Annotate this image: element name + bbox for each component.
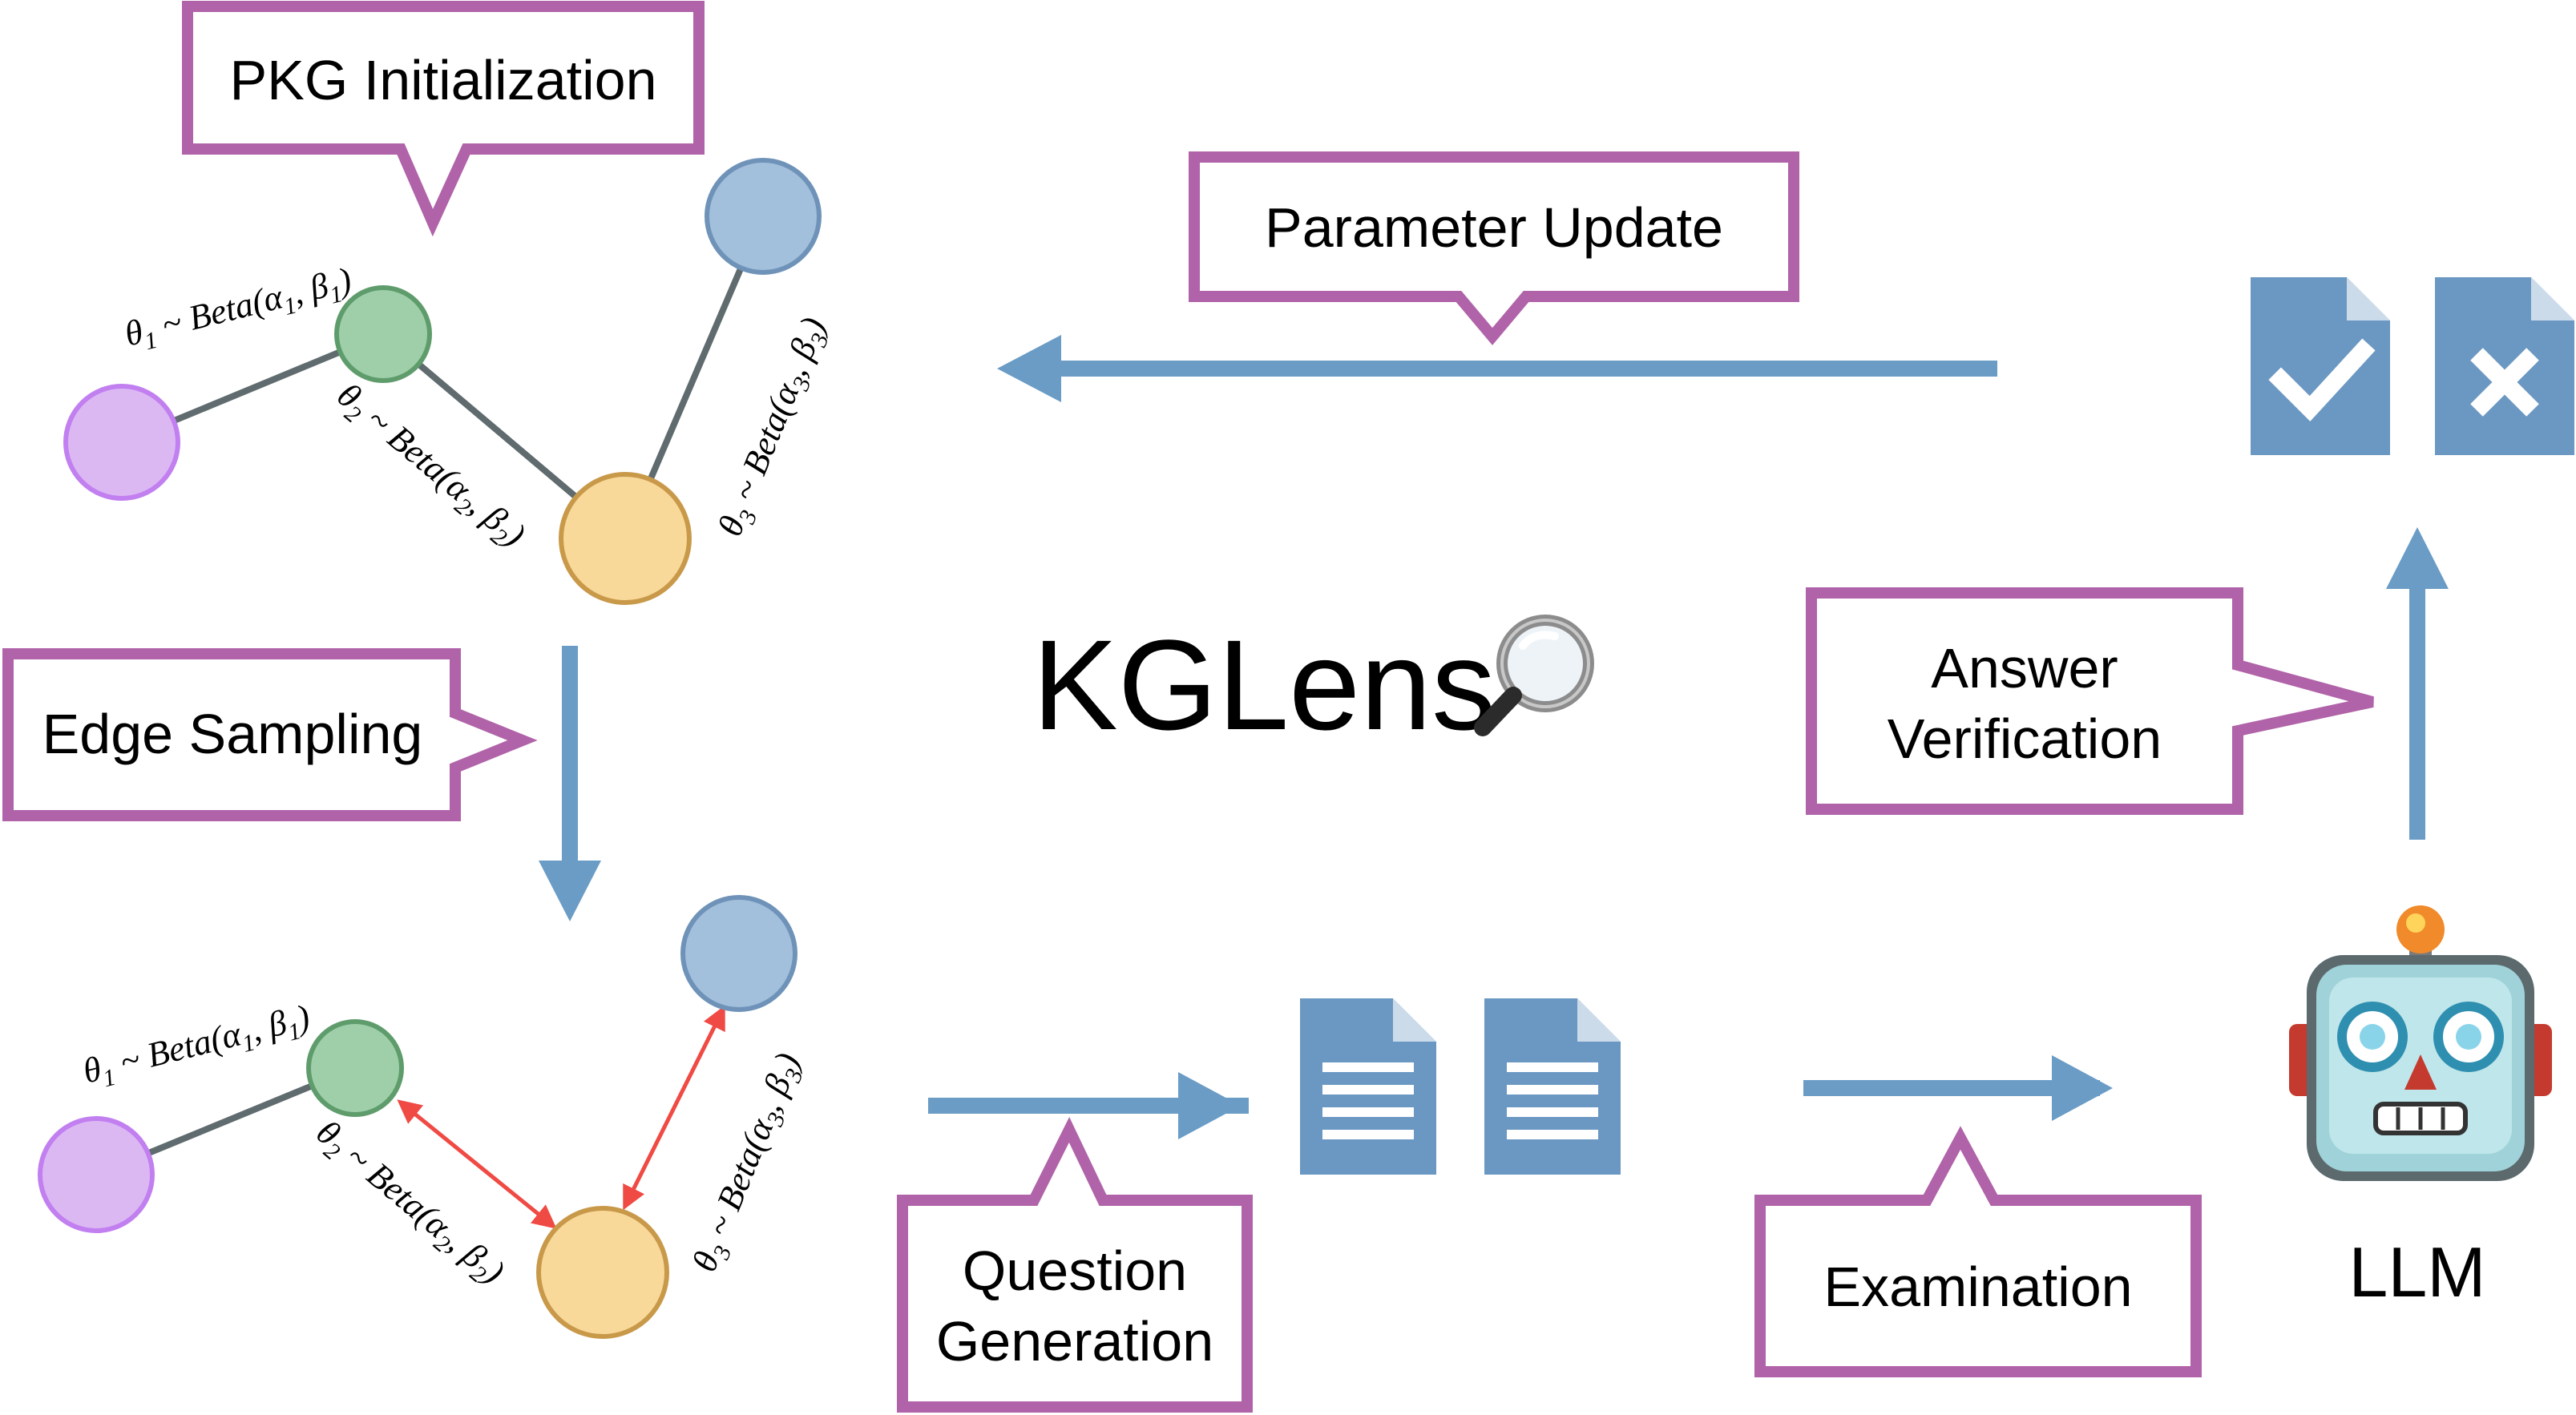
right-arrow-shaft	[928, 1098, 1249, 1114]
callout-label: Examination	[1823, 1256, 2132, 1318]
up-arrow-head	[2386, 527, 2449, 589]
graph-node-yellow	[536, 1206, 669, 1339]
callout-label-line2: Verification	[1888, 708, 2162, 770]
left-arrow-head	[997, 335, 1061, 402]
pkg-graph-bottom: θ1 ~ Beta(α1, β1) θ2 ~ Beta(α2, β2) θ3 ~…	[38, 895, 813, 1339]
graph-node-blue	[705, 158, 822, 275]
flow-arrows	[539, 335, 2449, 1139]
document-icon	[1300, 998, 1436, 1175]
left-arrow-shaft	[1042, 361, 1997, 377]
pkg-graph-top: θ1 ~ Beta(α1, β1) θ2 ~ Beta(α2, β2) θ3 ~…	[63, 158, 838, 605]
sampled-edge	[623, 1005, 725, 1211]
robot-icon	[2289, 905, 2552, 1181]
callout-label-line1: Question	[963, 1240, 1187, 1302]
edge-label-2: θ2 ~ Beta(α2, β2)	[305, 1112, 512, 1296]
up-arrow-shaft	[2409, 585, 2425, 840]
callout-label-line1: Answer	[1931, 637, 2118, 699]
callout-edge-sampling: Edge Sampling	[2, 648, 538, 821]
edge-label-1: θ1 ~ Beta(α1, β1)	[121, 260, 357, 359]
callout-label: Parameter Update	[1265, 196, 1723, 259]
magnifier-icon	[1474, 615, 1594, 736]
llm-label: LLM	[2348, 1232, 2485, 1312]
callout-answer-verification: Answer Verification	[1806, 587, 2374, 815]
down-arrow-head	[539, 861, 601, 921]
edge-label-2: θ2 ~ Beta(α2, β2)	[326, 375, 533, 558]
document-check-icon	[2251, 277, 2390, 455]
callout-label: PKG Initialization	[229, 49, 656, 111]
callout-label-line2: Generation	[936, 1310, 1213, 1373]
edge-label-3: θ3 ~ Beta(α3, β3)	[710, 312, 838, 543]
right-arrow-head	[1178, 1072, 1241, 1139]
right-arrow-shaft	[1803, 1080, 2100, 1096]
document-icon	[1484, 998, 1621, 1175]
callout-parameter-update: Parameter Update	[1189, 151, 1799, 345]
graph-node-purple	[63, 384, 180, 501]
document-cross-icon	[2435, 277, 2574, 455]
edge-label-1: θ1 ~ Beta(α1, β1)	[79, 997, 315, 1096]
callout-examination: Examination	[1754, 1126, 2202, 1377]
callout-label: Edge Sampling	[42, 703, 423, 765]
right-arrow-head	[2052, 1055, 2113, 1121]
sampled-edge	[397, 1099, 557, 1229]
down-arrow-shaft	[562, 646, 578, 870]
kglens-title: KGLens	[1032, 613, 1496, 756]
graph-node-purple	[38, 1116, 155, 1233]
callout-question-generation: Question Generation	[897, 1117, 1253, 1413]
graph-node-green	[334, 285, 432, 383]
callout-pkg-initialization: PKG Initialization	[182, 1, 705, 237]
edge-label-3: θ3 ~ Beta(α3, β3)	[684, 1047, 813, 1279]
graph-node-yellow	[559, 472, 692, 605]
graph-node-blue	[680, 895, 797, 1012]
graph-node-green	[306, 1019, 404, 1117]
